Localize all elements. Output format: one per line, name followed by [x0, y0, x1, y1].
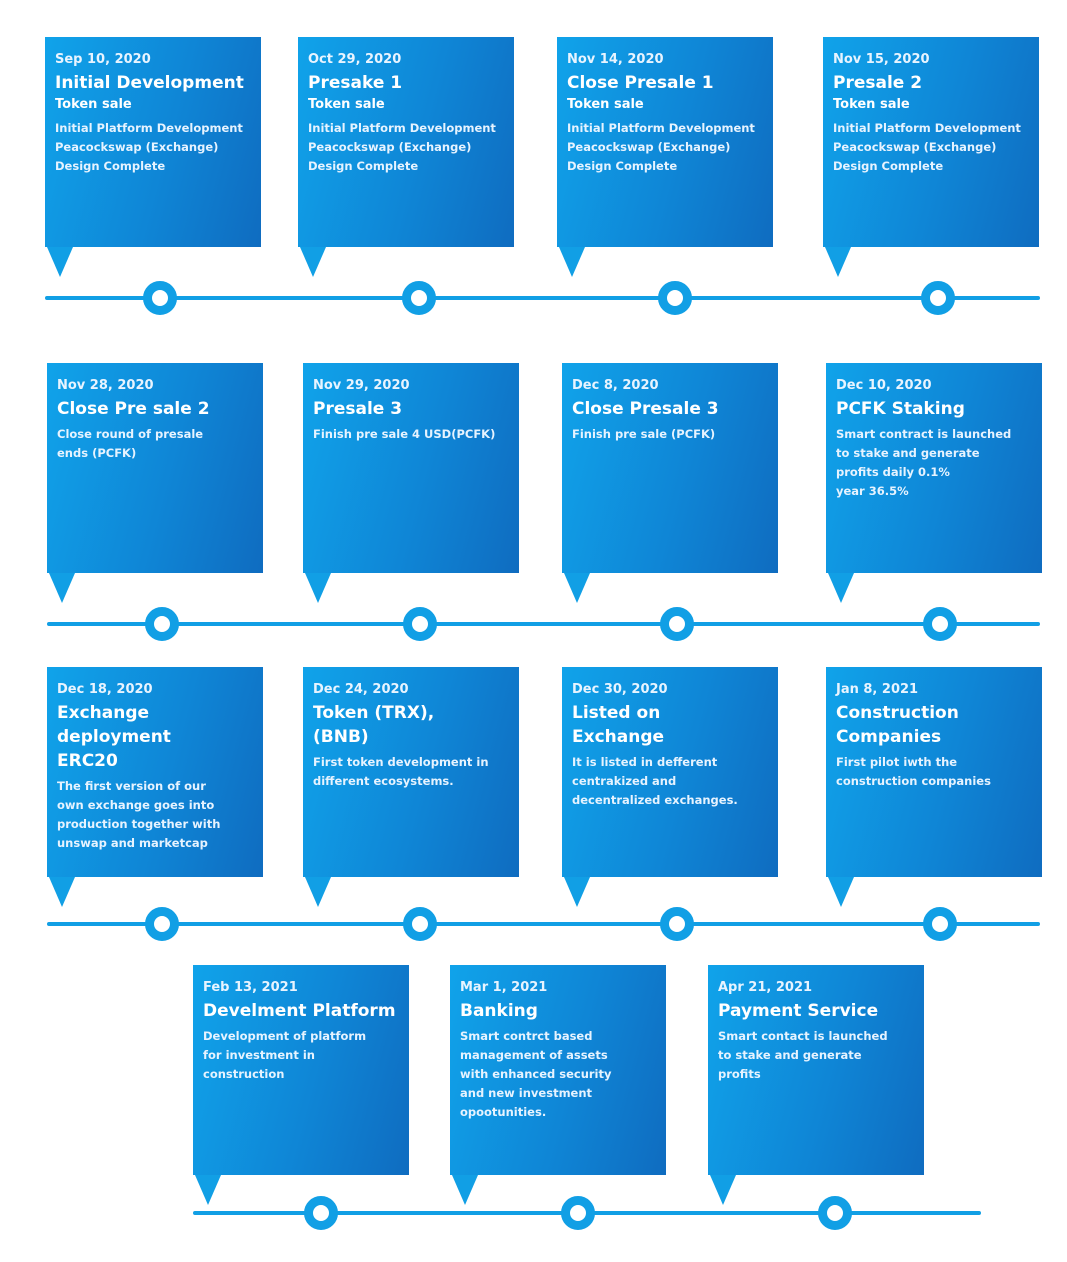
milestone-description: Finish pre sale 4 USD(PCFK)	[313, 427, 496, 441]
milestone-title: Initial Development	[55, 73, 244, 93]
milestone-description: It is listed in defferent centrakized an…	[572, 755, 738, 807]
milestone-title: Construction Companies	[836, 703, 959, 747]
timeline-node	[923, 907, 957, 941]
timeline-line-1	[45, 296, 1040, 300]
milestone-date: Dec 30, 2020	[572, 682, 668, 697]
milestone-description: The first version of our own exchange go…	[57, 779, 221, 850]
milestone-title: Presale 2	[833, 73, 923, 93]
milestone-subtitle: Token sale	[567, 97, 644, 112]
timeline-node	[145, 607, 179, 641]
milestone-description: First pilot iwth the construction compan…	[836, 755, 991, 788]
milestone-date: Sep 10, 2020	[55, 52, 151, 67]
milestone-description: Close round of presale ends (PCFK)	[57, 427, 204, 460]
milestone-title: Listed on Exchange	[572, 703, 665, 747]
milestone-description: First token development in different eco…	[313, 755, 489, 788]
milestone-description: Development of platform for investment i…	[203, 1029, 367, 1081]
milestone-subtitle: Token sale	[55, 97, 132, 112]
milestone-date: Nov 29, 2020	[313, 378, 410, 393]
milestone-date: Dec 8, 2020	[572, 378, 659, 393]
milestone-title: Payment Service	[718, 1001, 879, 1021]
milestone-date: Oct 29, 2020	[308, 52, 402, 67]
milestone-description: Initial Platform Development Peacockswap…	[567, 121, 755, 173]
timeline-node	[304, 1196, 338, 1230]
milestone-description: Smart contrct based management of assets…	[460, 1029, 612, 1119]
milestone-date: Dec 18, 2020	[57, 682, 153, 697]
timeline-line-3	[47, 922, 1040, 926]
milestone-date: Apr 21, 2021	[718, 980, 813, 995]
milestone-title: Close Presale 3	[572, 399, 719, 419]
milestone-date: Jan 8, 2021	[836, 682, 919, 697]
milestone-description: Smart contact is launched to stake and g…	[718, 1029, 888, 1081]
timeline-node	[660, 907, 694, 941]
milestone-title: Presake 1	[308, 73, 403, 93]
milestone-description: Finish pre sale (PCFK)	[572, 427, 716, 441]
milestone-date: Nov 14, 2020	[567, 52, 664, 67]
timeline-node	[923, 607, 957, 641]
milestone-date: Dec 24, 2020	[313, 682, 409, 697]
milestone-date: Feb 13, 2021	[203, 980, 298, 995]
milestone-date: Dec 10, 2020	[836, 378, 932, 393]
timeline-node	[403, 607, 437, 641]
timeline-line-2	[47, 622, 1040, 626]
timeline-node	[561, 1196, 595, 1230]
timeline-node	[660, 607, 694, 641]
milestone-title: PCFK Staking	[836, 399, 965, 419]
milestone-title: Exchange deployment ERC20	[57, 703, 171, 771]
timeline-node	[143, 281, 177, 315]
milestone-subtitle: Token sale	[308, 97, 385, 112]
timeline-node	[403, 907, 437, 941]
milestone-description: Initial Platform Development Peacockswap…	[833, 121, 1021, 173]
timeline-node	[818, 1196, 852, 1230]
milestone-title: Presale 3	[313, 399, 403, 419]
milestone-title: Develment Platform	[203, 1001, 396, 1021]
milestone-title: Banking	[460, 1001, 538, 1021]
milestone-description: Initial Platform Development Peacockswap…	[55, 121, 243, 173]
milestone-title: Close Pre sale 2	[57, 399, 210, 419]
milestone-title: Close Presale 1	[567, 73, 714, 93]
milestone-subtitle: Token sale	[833, 97, 910, 112]
milestone-date: Mar 1, 2021	[460, 980, 548, 995]
timeline-node	[658, 281, 692, 315]
milestone-description: Initial Platform Development Peacockswap…	[308, 121, 496, 173]
timeline-node	[145, 907, 179, 941]
timeline-node	[402, 281, 436, 315]
milestone-date: Nov 15, 2020	[833, 52, 930, 67]
milestone-title: Token (TRX), (BNB)	[313, 703, 435, 747]
milestone-date: Nov 28, 2020	[57, 378, 154, 393]
milestone-description: Smart contract is launched to stake and …	[836, 427, 1012, 498]
timeline-node	[921, 281, 955, 315]
